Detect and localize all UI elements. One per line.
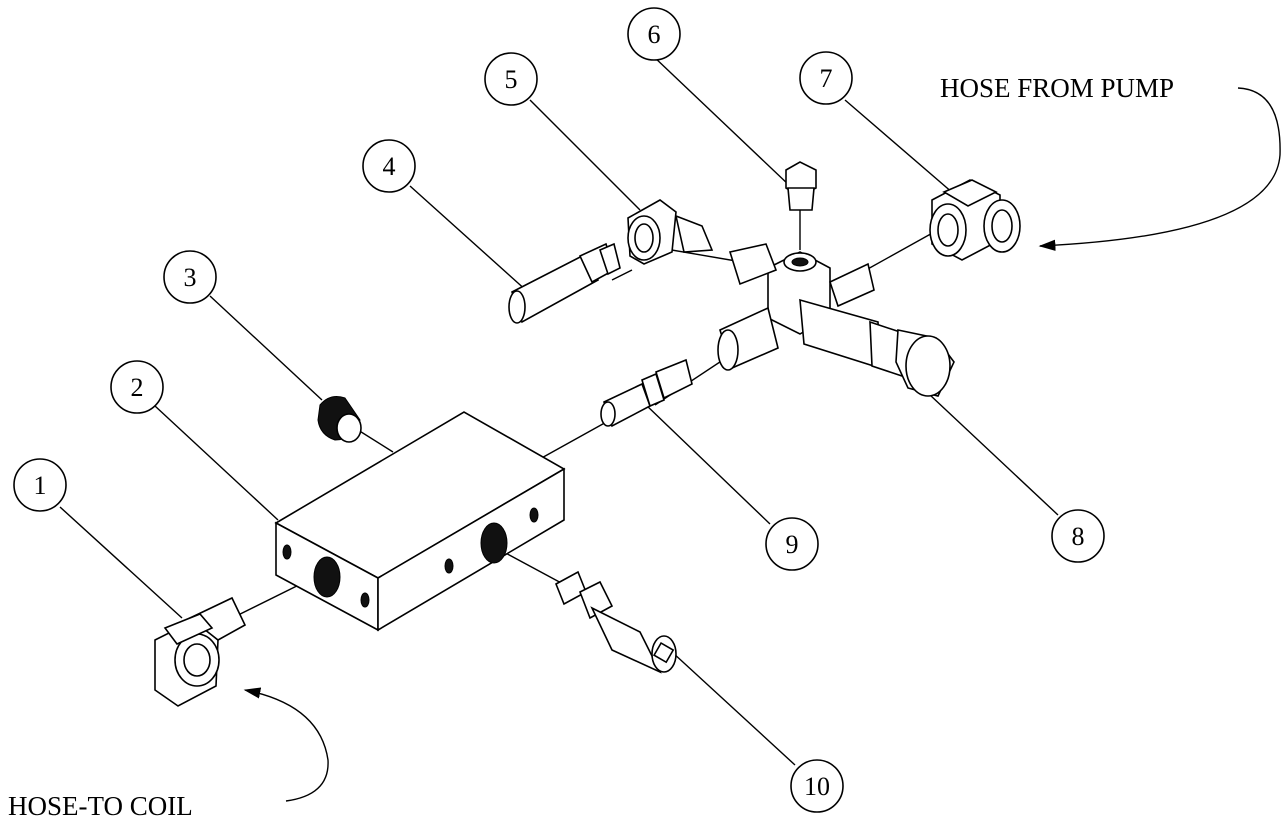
hose-from-pump-label: HOSE FROM PUMP (940, 73, 1174, 103)
callout-number: 4 (383, 152, 396, 181)
part-1-elbow-fitting (154, 596, 247, 707)
callout-number: 9 (786, 530, 799, 559)
callout-9: 9 (765, 517, 819, 571)
leader-1 (59, 506, 183, 619)
part-3-plug (317, 396, 362, 443)
leader-6 (651, 54, 791, 187)
callout-10: 10 (790, 759, 844, 813)
callout-7: 7 (799, 51, 853, 105)
hose-to-coil-arrow (243, 687, 329, 802)
part-5-street-elbow (627, 199, 714, 265)
leader-3 (209, 295, 323, 401)
callout-4: 4 (362, 139, 416, 193)
part-10-valve (554, 570, 677, 674)
leader-7 (844, 99, 969, 207)
leader-4 (409, 185, 529, 293)
callout-number: 3 (184, 263, 197, 292)
leader-2 (154, 405, 279, 521)
callout-number: 1 (34, 471, 47, 500)
callout-6: 6 (627, 7, 681, 61)
callout-3: 3 (163, 250, 217, 304)
leader-8 (929, 394, 1059, 516)
callout-number: 7 (820, 64, 833, 93)
callout-number: 8 (1072, 522, 1085, 551)
hose-to-coil-label: HOSE-TO COIL (8, 791, 193, 820)
callout-number: 10 (804, 772, 830, 801)
callout-5: 5 (484, 52, 538, 106)
leader-5 (529, 99, 641, 211)
part-6-cap (785, 161, 817, 211)
callout-2: 2 (110, 360, 164, 414)
leader-9 (644, 403, 771, 525)
callout-number: 5 (505, 65, 518, 94)
callout-number: 6 (648, 20, 661, 49)
callout-number: 2 (131, 373, 144, 402)
part-8-cross-fitting (717, 243, 955, 397)
hose-from-pump-arrow (1038, 87, 1281, 251)
manifold-block (274, 411, 566, 632)
part-9-hex-nipple (600, 358, 693, 428)
callout-8: 8 (1051, 509, 1105, 563)
callout-1: 1 (13, 458, 67, 512)
part-7-elbow (929, 179, 1021, 261)
part-4-hose-barb (508, 242, 621, 324)
leader-lines (59, 54, 1059, 766)
leader-10 (671, 651, 796, 766)
